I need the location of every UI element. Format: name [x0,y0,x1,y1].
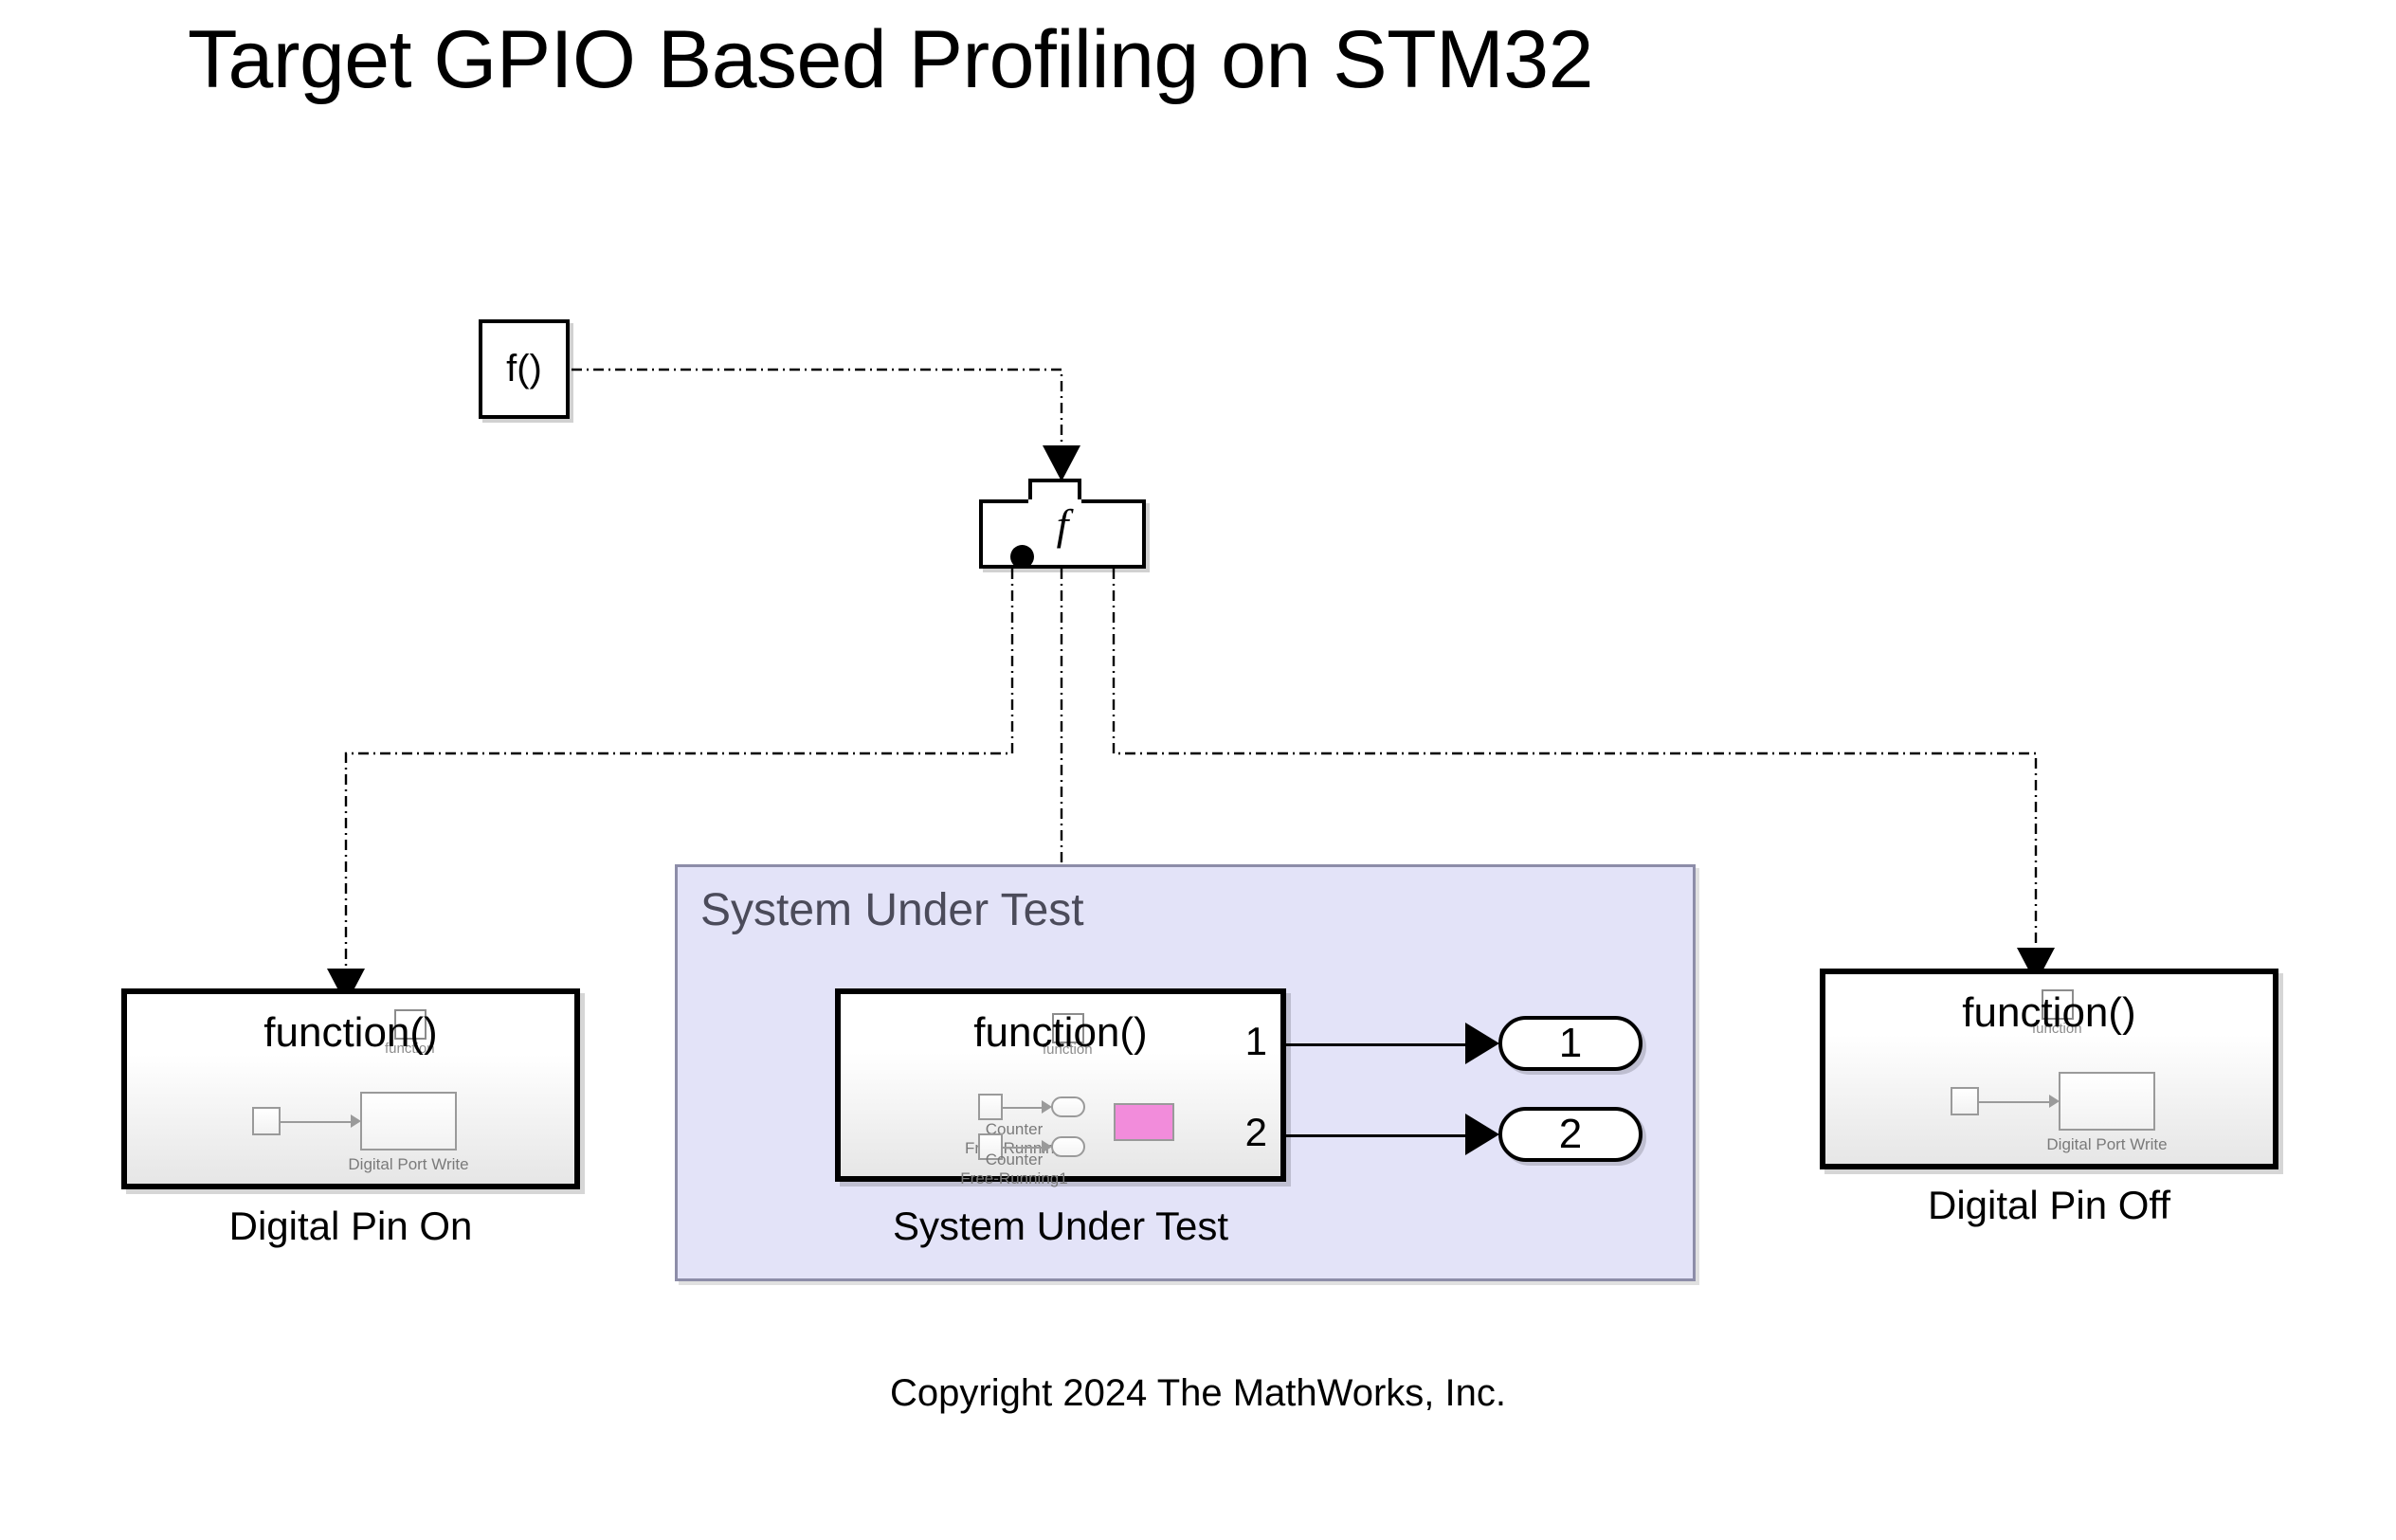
highlighted-block [1114,1103,1174,1141]
digital-pin-on-inner-arrow [351,1114,361,1128]
digital-pin-off-function-label: function() [1962,989,2136,1036]
system-under-test-function-port-stub-label: function [1043,1042,1093,1058]
sut-output-arrow-1 [1465,1023,1499,1064]
system-under-test-caption: System Under Test [892,1204,1229,1248]
counter-free-running1-label-line1: Counter [985,1150,1044,1169]
counter-free-running1-block [978,1133,1003,1160]
outport-1-label: 1 [1558,1020,1583,1066]
arrowhead-splitter-input [1043,445,1080,481]
digital-pin-on-digital-port-write-block [360,1092,457,1150]
counter-free-running1-label-line2: Free-Running1 [960,1169,1068,1187]
digital-pin-on-function-port-stub [394,1009,427,1040]
digital-pin-off-subsystem[interactable]: function() function Digital Port Write [1820,969,2278,1169]
counter-free-running1-wire [1003,1147,1045,1149]
wire-fcall-to-splitter [572,368,1063,445]
counter-free-running1-label: Counter Free-Running1 [953,1150,1076,1187]
sut-output-arrow-2 [1465,1114,1499,1155]
digital-pin-on-inner-wire [281,1121,354,1123]
function-call-generator-label: f() [506,348,542,390]
digital-pin-off-source-block [1951,1087,1979,1115]
counter-free-running1-outport [1051,1136,1085,1157]
counter-free-running-block [978,1094,1003,1120]
sut-output-line-2 [1286,1134,1471,1137]
function-call-generator-block[interactable]: f() [479,319,570,419]
function-call-split-block[interactable]: f [979,479,1146,569]
digital-pin-off-function-port-stub [2042,989,2074,1020]
system-under-test-port-number-2: 2 [1244,1110,1267,1154]
digital-pin-off-digital-port-write-block [2059,1072,2155,1131]
counter-free-running-wire [1003,1107,1045,1109]
sut-output-line-1 [1286,1043,1471,1046]
system-under-test-function-label: function() [973,1009,1148,1056]
counter-free-running-outport [1051,1096,1085,1117]
digital-pin-off-digital-port-write-label: Digital Port Write [2046,1135,2168,1153]
digital-pin-off-caption: Digital Pin Off [1928,1183,2170,1227]
page-title: Target GPIO Based Profiling on STM32 [188,14,1593,105]
system-under-test-port-number-1: 1 [1244,1019,1267,1063]
system-under-test-subsystem[interactable]: function() function Counter Free-Running… [835,988,1286,1187]
digital-pin-off-function-port-stub-label: function [2032,1021,2082,1037]
outport-2[interactable]: 2 [1498,1107,1643,1162]
outport-2-label: 2 [1558,1111,1583,1157]
outport-1[interactable]: 1 [1498,1016,1643,1071]
function-call-split-notch [1028,479,1081,501]
function-call-split-symbol: f [1056,500,1069,549]
digital-pin-on-caption: Digital Pin On [228,1204,473,1248]
digital-pin-on-function-label: function() [263,1009,438,1056]
function-call-split-body [979,499,1146,569]
digital-pin-off-inner-wire [1979,1101,2053,1103]
system-under-test-function-port-stub [1052,1013,1084,1043]
digital-pin-on-function-port-stub-label: function [385,1041,435,1057]
function-call-split-dot [1010,545,1034,569]
counter-free-running1-arrow [1042,1140,1052,1153]
digital-pin-on-digital-port-write-label: Digital Port Write [348,1155,469,1173]
digital-pin-on-source-block [252,1107,281,1135]
digital-pin-on-subsystem[interactable]: function() function Digital Port Write [121,988,580,1189]
copyright-notice: Copyright 2024 The MathWorks, Inc. [890,1372,1506,1414]
digital-pin-off-inner-arrow [2049,1095,2060,1108]
system-under-test-container-title: System Under Test [700,885,1084,935]
counter-free-running-arrow [1042,1100,1052,1114]
